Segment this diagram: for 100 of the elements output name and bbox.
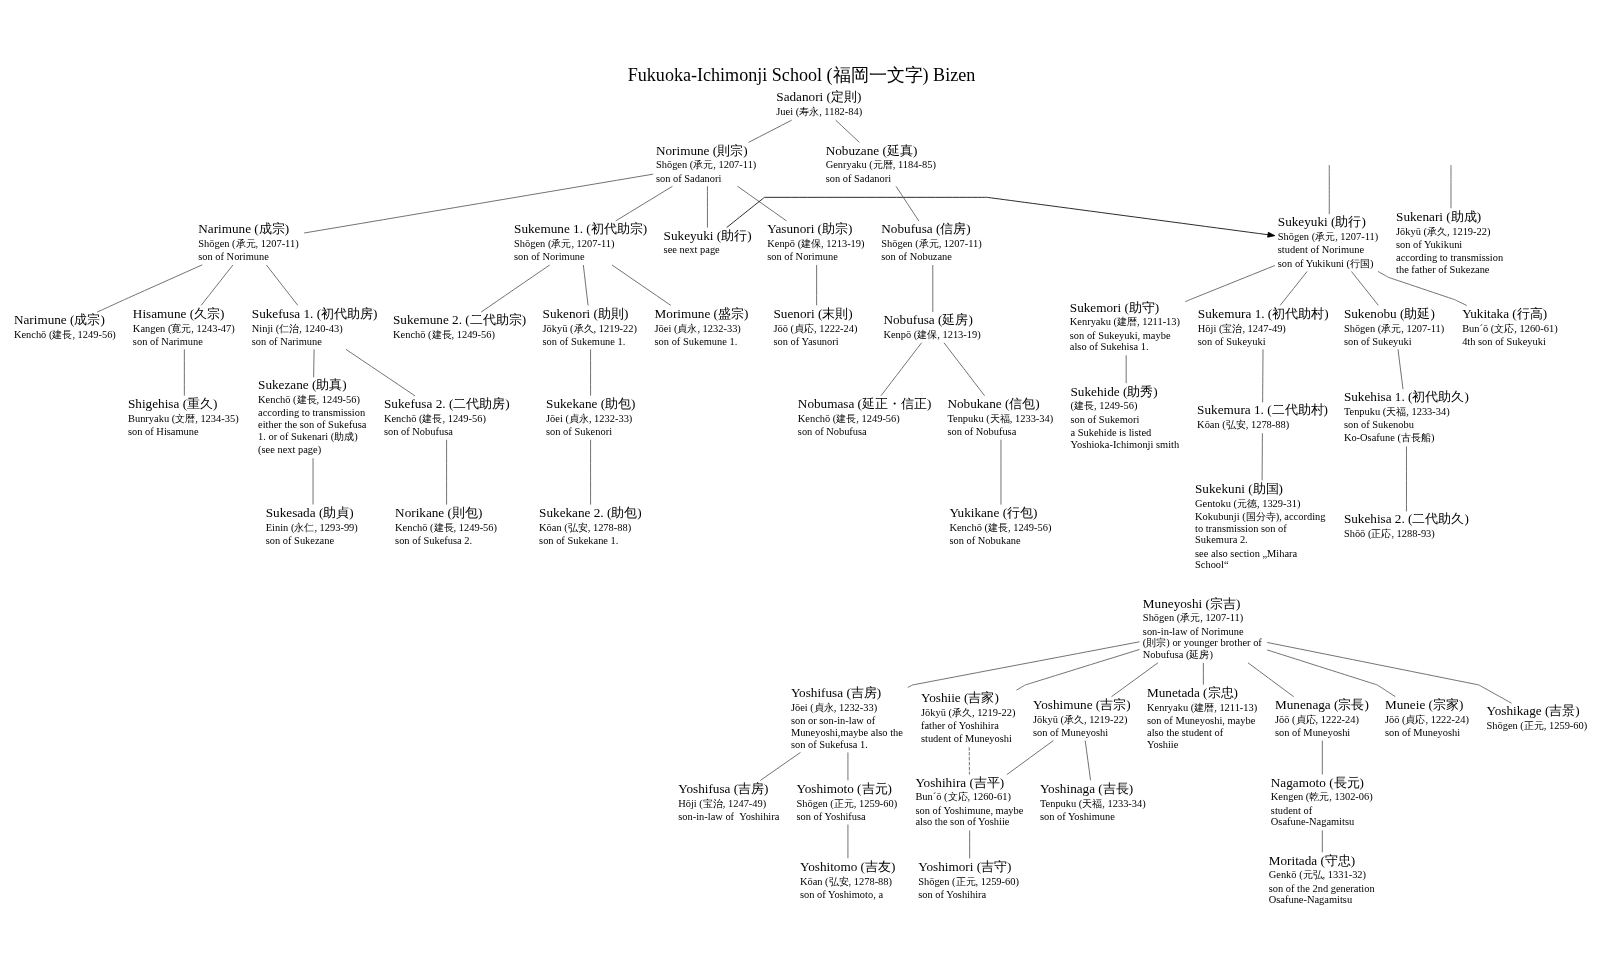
connector <box>590 438 591 505</box>
connector <box>313 348 315 378</box>
connector <box>759 751 801 781</box>
connector <box>1111 661 1159 697</box>
node-text: Sukekane (助包) Jōei (貞永, 1232-33) son of Sukenori <box>546 395 636 437</box>
connector <box>1279 270 1308 306</box>
connector <box>1261 432 1263 481</box>
node-text: Sukehisa 1. (初代助久) Tenpuku (天福, 1233-34) son of Sukenobu Ko-Osafune (古長船) <box>1343 388 1469 443</box>
connector <box>1266 641 1512 704</box>
connector <box>737 185 787 221</box>
node-text: Sukemura 1. (二代助村) Kōan (弘安, 1278-88) <box>1197 401 1328 430</box>
node-text: Yoshihira (吉平) Bun´ō (文応, 1260-61) son of Yoshimune, maybe also the son of Yoshiie <box>915 774 1024 827</box>
connector <box>200 264 234 306</box>
connector <box>615 185 673 221</box>
connector <box>895 185 920 221</box>
node-text: Sukenari (助成) Jōkyū (承久, 1219-22) son of Yukikuni according to transmission the father of Sukezane <box>1396 208 1504 275</box>
connector <box>1321 829 1323 853</box>
connector <box>611 264 672 306</box>
connector <box>96 263 203 312</box>
node-text: Muneie (宗家) Jōō (貞応, 1222-24) son of Muneyoshi <box>1384 696 1469 738</box>
connector <box>183 348 185 396</box>
node-text: Sukenori (助則) Jōkyū (承久, 1219-22) son of Sukemune 1. <box>542 305 637 347</box>
node-text: Sukemura 1. (初代助村) Hōji (宝治, 1247-49) son of Sukeyuki <box>1197 305 1329 347</box>
connector <box>1202 661 1204 685</box>
node-text: Narimune (成宗) Shōgen (承元, 1207-11) son of Norimune <box>198 220 299 262</box>
node-text: Yoshinaga (吉長) Tenpuku (天福, 1233-34) son of Yoshimune <box>1039 780 1146 822</box>
node-text: Sukemune 1. (初代助宗) Shōgen (承元, 1207-11) son of Norimune <box>514 220 648 262</box>
connector <box>1084 739 1091 781</box>
connector <box>932 264 934 312</box>
connector <box>1397 348 1404 390</box>
connector <box>847 751 849 781</box>
connector <box>265 264 299 306</box>
node-text: Sukezane (助真) Kenchō (建長, 1249-56) according to transmission either the son of Sukefusa 1. or of Sukenari (助成) (see next page) <box>258 376 367 455</box>
connector <box>1406 445 1407 512</box>
node-text: Suenori (末則) Jōō (貞応, 1222-24) son of Yasunori <box>773 305 858 347</box>
node-text: Nagamoto (長元) Kengen (乾元, 1302-06) student of Osafune-Nagamitsu <box>1270 774 1373 827</box>
node-text: Sukefusa 1. (初代助房) Ninji (仁治, 1240-43) son of Narimune <box>251 305 378 347</box>
node-text: Nobuzane (延真) Genryaku (元暦, 1184-85) son of Sadanori <box>825 142 936 184</box>
connector <box>1184 264 1276 302</box>
connector <box>907 640 1140 688</box>
connector <box>1266 649 1396 697</box>
node-text: Yoshitomo (吉友) Kōan (弘安, 1278-88) son of Yoshimoto, a <box>799 858 896 900</box>
node-text: Shigehisa (重久) Bunryaku (文暦, 1234-35) son of Hisamune <box>128 395 239 437</box>
connector <box>1125 354 1127 384</box>
node-text: Nobukane (信包) Tenpuku (天福, 1233-34) son of Nobufusa <box>947 395 1054 437</box>
node-text: Sukefusa 2. (二代助房) Kenchō (建長, 1249-56) son of Nobufusa <box>383 395 510 437</box>
node-text: Sukekuni (助国) Gentoku (元徳, 1329-31) Kokubunji (国分寺), according to transmission son of Sukemura 2. see also section „Mihara School“ <box>1195 480 1326 570</box>
node-text: Yukitaka (行高) Bun´ō (文応, 1260-61) 4th son of Sukeyuki <box>1462 305 1558 347</box>
connector <box>480 264 551 312</box>
node-text: Yoshifusa (吉房) Jōei (貞永, 1232-33) son or son-in-law of Muneyoshi,maybe also the son of Sukefusa 1. <box>790 684 903 750</box>
node-text: Yoshifusa (吉房) Hōji (宝治, 1247-49) son-in-law of Yoshihira <box>678 780 780 822</box>
connector <box>969 829 971 859</box>
node-text: Nobufusa (延房) Kenpō (建保, 1213-19) <box>883 311 981 340</box>
node-text: Sadanori (定則) Juei (寿永, 1182-84) <box>776 88 863 117</box>
connector <box>880 341 922 396</box>
node-text: Munetada (宗忠) Kenryaku (建暦, 1211-13) son of Muneyoshi, maybe also the student of Yoshiie <box>1147 684 1258 750</box>
node-text: Norikane (則包) Kenchō (建長, 1249-56) son of Sukefusa 2. <box>395 504 498 546</box>
node-text: Yasunori (助宗) Kenpō (建保, 1213-19) son of Norimune <box>767 220 865 262</box>
node-text: Munenaga (宗長) Jōō (貞応, 1222-24) son of Muneyoshi <box>1275 696 1369 738</box>
arrow <box>726 196 1276 238</box>
diagram-title: Fukuoka-Ichimonji School (福岡一文字) Bizen <box>627 64 976 85</box>
connector <box>1006 739 1054 775</box>
node-text: Sukeyuki (助行) see next page <box>663 227 752 255</box>
connector <box>748 119 793 143</box>
node-text: Sukekane 2. (助包) Kōan (弘安, 1278-88) son of Sukekane 1. <box>539 504 642 546</box>
node-text: Narimune (成宗) Kenchō (建長, 1249-56) <box>13 311 116 340</box>
connector <box>1351 270 1379 306</box>
node-text: Sukesada (助貞) Einin (永仁, 1293-99) son of Sukezane <box>265 504 358 546</box>
node-text: Yoshimoto (吉元) Shōgen (正元, 1259-60) son of Yoshifusa <box>796 780 898 822</box>
node-text: Yukikane (行包) Kenchō (建長, 1249-56) son of Nobukane <box>949 504 1052 546</box>
node-text: Muneyoshi (宗吉) Shōgen (承元, 1207-11) son-in-law of Norimune (則宗) or younger brother of Nobufusa (延房) <box>1142 595 1262 660</box>
connector <box>847 823 849 859</box>
node-text: Nobumasa (延正・信正) Kenchō (建長, 1249-56) son of Nobufusa <box>797 395 932 437</box>
connector <box>1016 648 1140 690</box>
connector <box>446 438 447 505</box>
connector <box>590 348 591 396</box>
node-text: Sukehide (助秀) (建長, 1249-56) son of Sukemori a Sukehide is listed Yoshioka-Ichimonji smith <box>1070 383 1180 450</box>
node-text: Sukenobu (助延) Shōgen (承元, 1207-11) son of Sukeyuki <box>1343 305 1445 347</box>
connector <box>1262 348 1264 403</box>
node-text: Yoshikage (吉景) Shōgen (正元, 1259-60) <box>1486 702 1588 731</box>
connector <box>1377 270 1468 306</box>
connector <box>303 173 654 233</box>
node-text: Hisamune (久宗) Kangen (寛元, 1243-47) son of Narimune <box>132 305 235 347</box>
node-text: Nobufusa (信房) Shōgen (承元, 1207-11) son of Nobuzane <box>881 220 982 262</box>
node-text: Moritada (守忠) Genkō (元弘, 1331-32) son of the 2nd generation Osafune-Nagamitsu <box>1268 852 1375 905</box>
connector <box>1321 739 1323 775</box>
connector <box>707 185 708 228</box>
node-text: Sukemune 2. (二代助宗) Kenchō (建長, 1249-56) <box>393 311 527 340</box>
connector <box>835 119 860 143</box>
node-text: Sukehisa 2. (二代助久) Shōō (正応, 1288-93) <box>1343 510 1469 539</box>
node-text: Yoshiie (吉家) Jōkyū (承久, 1219-22) father of Yoshihira student of Muneyoshi <box>920 689 1016 744</box>
connector <box>968 746 970 775</box>
node-text: Yoshimori (吉守) Shōgen (正元, 1259-60) son of Yoshihira <box>918 858 1019 900</box>
connector <box>345 348 416 396</box>
connector <box>582 264 589 306</box>
connector <box>1247 661 1295 697</box>
connector <box>943 341 985 396</box>
node-text: Morimune (盛宗) Jōei (貞永, 1232-33) son of Sukemune 1. <box>654 305 749 347</box>
connector <box>816 264 818 306</box>
node-text: Sukemori (助守) Kenryaku (建暦, 1211-13) son of Sukeyuki, maybe also of Sukehisa 1. <box>1069 299 1181 352</box>
